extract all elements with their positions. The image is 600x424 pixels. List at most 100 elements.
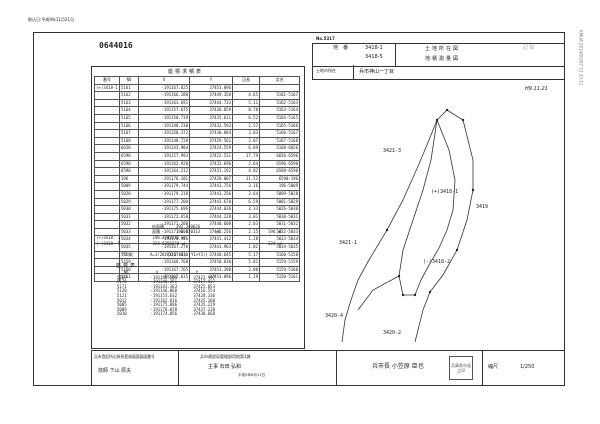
calc-cell [94, 182, 120, 191]
calc-cell: -191157.993 [138, 151, 190, 161]
col-header: X [155, 270, 159, 275]
sub-area-no: 5 [117, 241, 121, 246]
footer-block: 兵市登記所出張所登録図面製図番号 技師 下山 辰夫 兵市建設局管理部用地第1課 … [91, 350, 565, 386]
calc-cell [94, 250, 120, 260]
calc-cell [94, 151, 120, 161]
survey-point [461, 118, 465, 122]
coord-cell: 37435.229 [193, 302, 215, 308]
col-header: NO [123, 270, 129, 275]
calc-cell [259, 83, 300, 93]
calc-cell: 5.17 [232, 250, 260, 260]
survey-point [435, 118, 439, 122]
calc-cell [94, 174, 120, 184]
calc-cell: 6.89 [232, 144, 260, 153]
title-block: 地 番 3418-1 3418-5 土地所在図 地積測量図 記 取 [312, 43, 565, 67]
calc-cell: 37444.228 [189, 212, 233, 222]
coord-cell: 5120 [117, 288, 127, 294]
calc-cell [94, 212, 120, 222]
coord-cell: -191174.056 [150, 311, 178, 317]
col-header: 点名 [259, 76, 300, 85]
calc-cell: 4.02 [232, 167, 260, 176]
calc-cell: 5030-5031 [259, 212, 300, 222]
coord-cell: 37422.997 [193, 274, 215, 280]
calc-cell: 37422.531 [189, 151, 233, 161]
calc-cell [94, 167, 120, 176]
survey-point [455, 248, 459, 252]
calc-cell: 5162-5163 [259, 98, 300, 108]
calc-cell [94, 106, 120, 115]
footer-date: 平成9年8月11日 [238, 373, 266, 377]
calc-cell: -191167.025 [138, 83, 190, 93]
calc-cell: 37450.830 [189, 258, 233, 267]
calc-cell: 5150-5161 [259, 273, 300, 283]
calc-cell [94, 189, 120, 199]
scale-value: 1/250 [520, 364, 535, 370]
lot-label: (+)3418-1 [431, 189, 458, 195]
calc-cell: 6.59 [232, 197, 260, 207]
calc-cell [94, 144, 120, 153]
calc-cell: -191179.218 [138, 189, 190, 199]
lot-label: 3419 [476, 204, 488, 210]
footer-cell-technician: 兵市登記所出張所登録図面製図番号 技師 下山 辰夫 [92, 351, 179, 385]
calc-cell: 5168-6656 [259, 144, 300, 153]
calc-cell: 5181-5167 [259, 91, 300, 100]
boundary-line [341, 119, 438, 343]
sub-area-unit: ㎡ [181, 235, 186, 240]
calc-cell: -191177.200 [138, 197, 190, 207]
calc-cell [94, 91, 120, 100]
calc-cell: 5166 [119, 121, 139, 131]
title-location-map: 土地所在図 [425, 46, 461, 52]
coord-cell: 5009 [117, 306, 127, 312]
calc-cell: 5026-5030 [259, 205, 300, 214]
chiban-sub: 3418-5 [365, 54, 383, 60]
calc-cell: -191166.180 [138, 91, 190, 100]
sub-area-lot: (-)3418- [96, 241, 116, 246]
footer-office-label: 兵市登記所出張所登録図面製図番号 [94, 354, 155, 359]
parcel-line [357, 275, 400, 311]
location-value: 兵市神山一丁目 [359, 69, 395, 75]
calc-cell: 6596-6590 [259, 159, 300, 169]
handwritten-date: H9.11.21 [525, 86, 548, 92]
calc-cell: 5163-5164 [259, 106, 300, 115]
footer-department: 兵市建設局管理部用地第1課 [200, 354, 251, 359]
calc-cell: 37431.192 [189, 167, 233, 176]
calc-cell: 5.81 [232, 258, 260, 267]
sub-area-value: 196.4743135 [152, 235, 180, 240]
double-area-value: 392.340626 [176, 224, 201, 229]
calc-cell: 5166-5167 [259, 129, 300, 138]
calc-cell: 37449.358 [189, 91, 233, 100]
calc-cell: 37441.412 [189, 235, 233, 245]
coord-cell: -191140.251 [150, 279, 178, 285]
calc-cell: 6.52 [232, 113, 260, 123]
location-row: 土地の所在 兵市神山一丁目 [312, 65, 565, 80]
calc-cell: 5167 [119, 129, 139, 138]
coord-cell: 5010 [117, 311, 127, 317]
scale-label: 縮尺 [488, 364, 499, 370]
calc-cell: 5030 [119, 205, 139, 214]
footer-cell-mayor: 兵市長 小笠原 臣也 [336, 351, 483, 385]
calc-cell: 5164-5165 [259, 113, 300, 123]
calc-cell: 5162 [119, 91, 139, 100]
coord-cell: 5171 [117, 283, 127, 289]
calc-cell: 5164 [119, 106, 139, 115]
footer-staff: 主事 石田 弘和 [208, 364, 242, 370]
calc-cell: 2.64 [232, 159, 260, 169]
footer-technician: 技師 下山 辰夫 [98, 368, 132, 374]
lot-label: 3421-3 [383, 148, 401, 154]
survey-point [445, 108, 449, 112]
